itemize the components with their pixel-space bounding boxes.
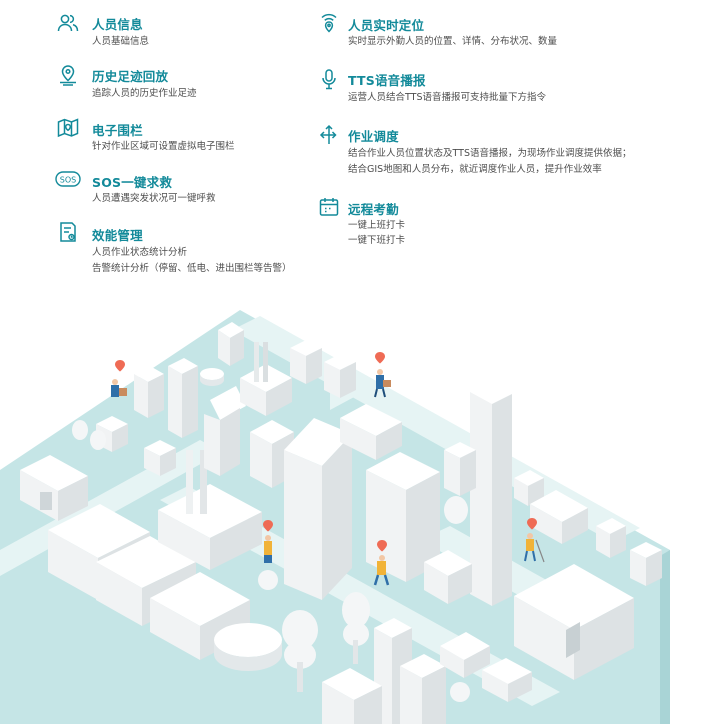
building-tall [366,452,440,582]
feature-title: 人员实时定位 [348,18,425,33]
feature-desc-line: 追踪人员的历史作业足迹 [92,88,197,99]
feature-desc-line: 人员遭遇突发状况可一键呼救 [92,193,216,204]
building [204,386,246,476]
feature-desc-line: 人员作业状态统计分析 [92,247,188,258]
feature-desc-line: 一键上班打卡 [348,220,406,231]
feature-title: 效能管理 [92,228,143,243]
building [168,358,198,438]
building-tower [470,382,512,606]
building [530,490,588,544]
feature-title: 电子围栏 [92,123,143,138]
building [424,550,472,604]
worker-with-pin [374,352,391,398]
feature-title: 历史足迹回放 [92,69,169,84]
feature-desc-line: 实时显示外勤人员的位置、详情、分布状况、数量 [348,36,558,47]
storage-tank [214,623,282,671]
feature-desc-line: 结合GIS地图和人员分布，就近调度作业人员，提升作业效率 [348,164,602,175]
building [134,366,164,418]
building-warehouse [514,564,634,680]
ground-edge [660,550,670,724]
isometric-city-illustration [0,310,670,724]
feature-desc-line: 结合作业人员位置状态及TTS语音播报，为现场作业调度提供依据； [348,148,632,159]
people-icon [57,12,79,34]
building [218,322,244,366]
building [340,404,402,460]
building [20,455,88,521]
building-factory [158,450,262,570]
signal-location-icon [318,12,340,34]
building [144,440,176,476]
dispatch-arrows-icon [318,124,340,146]
building [290,340,322,384]
feature-title: TTS语音播报 [348,73,426,88]
tree [72,420,470,702]
svg-text:SOS: SOS [60,176,76,185]
worker-with-pin [263,520,273,563]
feature-desc-line: 告警统计分析（停留、低电、进出围栏等告警） [92,263,292,274]
building [630,542,662,586]
worker-with-pin [111,360,127,397]
feature-desc-line: 运营人员结合TTS语音播报可支持批量下方指令 [348,92,546,103]
feature-title: 远程考勤 [348,202,399,217]
feature-desc-line: 人员基础信息 [92,36,150,47]
location-pin-icon [57,64,79,86]
feature-desc-line: 针对作业区域可设置虚拟电子围栏 [92,141,235,152]
report-icon [57,221,79,243]
feature-desc-line: 一键下班打卡 [348,235,406,246]
building-tall [284,418,352,600]
feature-title: 作业调度 [348,129,399,144]
building [400,654,446,724]
building [596,518,626,558]
building [324,354,356,398]
worker-with-pin [373,540,390,586]
building [482,658,532,702]
feature-title: 人员信息 [92,17,143,32]
storage-tank [200,368,224,386]
feature-title: SOS一键求救 [92,175,173,190]
building [322,668,382,724]
sos-icon: SOS [55,168,81,190]
microphone-icon [318,68,340,90]
calendar-icon [318,196,340,218]
building [440,632,490,678]
map-fence-icon [57,117,79,139]
building [240,342,292,416]
building [444,442,476,496]
worker-with-pin [524,518,545,563]
